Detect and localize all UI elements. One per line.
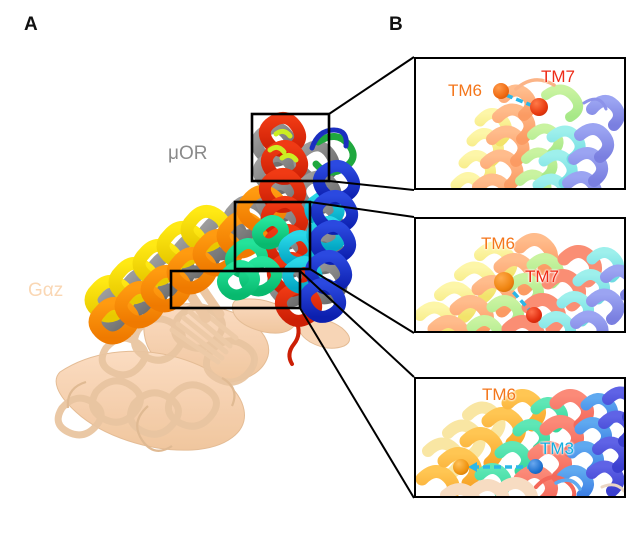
distance-arrowhead — [468, 462, 477, 472]
callout-box-2 — [233, 200, 312, 271]
sphere-tm7 — [526, 307, 542, 323]
inset-2-structure — [416, 219, 624, 331]
tm6-label: TM6 — [482, 385, 516, 404]
receptor-label: μOR — [168, 143, 208, 164]
inset-tm6-tm3-bottom: TM6 TM3 — [414, 377, 626, 498]
inset-tm6-tm7-top: TM6 TM7 — [414, 57, 626, 190]
callout-box-1 — [250, 112, 331, 183]
tm7-label: TM7 — [525, 267, 559, 286]
callout-box-3 — [169, 269, 302, 310]
inset-3-structure — [416, 379, 624, 496]
sphere-tm6 — [493, 83, 509, 99]
sphere-tm3 — [528, 459, 543, 474]
sphere-tm6 — [494, 272, 514, 292]
panel-letter-b: B — [389, 14, 403, 35]
tm7-label: TM7 — [541, 67, 575, 86]
sphere-tm6 — [453, 459, 469, 475]
inset-tm6-tm7-middle: TM6 TM7 — [414, 217, 626, 333]
tm6-label: TM6 — [448, 81, 482, 100]
panel-letter-a: A — [24, 14, 38, 35]
callout-connectors — [299, 56, 415, 499]
tm6-label: TM6 — [481, 234, 515, 253]
callout-boxes — [169, 112, 331, 310]
g-protein-label: Gαz — [28, 280, 64, 301]
sphere-tm7 — [530, 98, 548, 116]
tm3-label: TM3 — [540, 439, 574, 458]
inset-1-structure — [416, 59, 624, 188]
